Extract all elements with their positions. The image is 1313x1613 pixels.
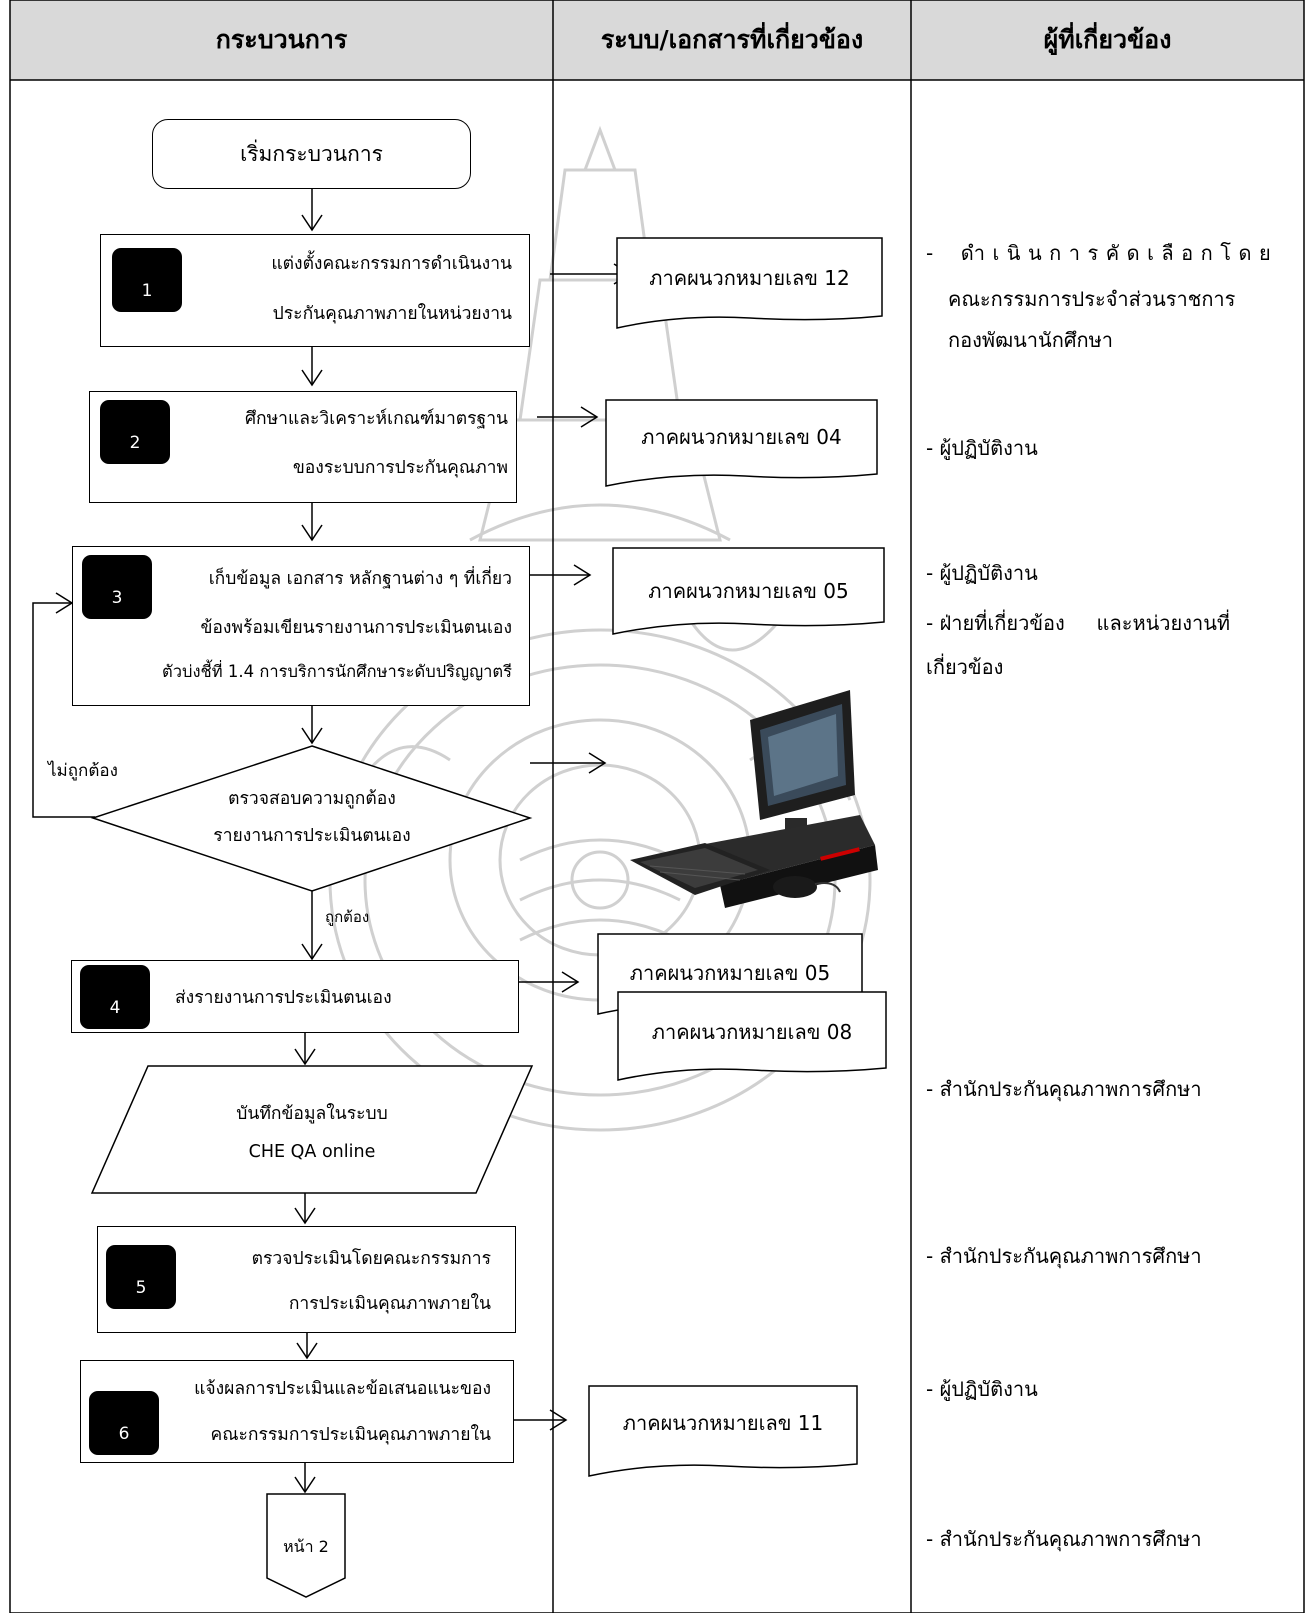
dash-marker: -: [926, 1244, 934, 1268]
step-4-number: 4: [80, 965, 150, 1029]
responsible-5: - สำนักประกันคุณภาพการศึกษา: [926, 1239, 1202, 1273]
step-1-number: 1: [112, 248, 182, 312]
step-1-line1: แต่งตั้งคณะกรรมการดำเนินงาน: [271, 254, 512, 274]
responsible-3a-text: ผู้ปฏิบัติงาน: [939, 561, 1038, 585]
decision-line1: ตรวจสอบความถูกต้อง: [228, 789, 396, 809]
step-6-number: 6: [89, 1391, 159, 1455]
document-05-label: ภาคผนวกหมายเลข 05: [648, 579, 849, 603]
responsible-3b: - ฝ่ายที่เกี่ยวข้อง และหน่วยงานที่: [926, 606, 1230, 640]
start-terminator: เริ่มกระบวนการ: [152, 119, 471, 189]
responsible-2-text: ผู้ปฏิบัติงาน: [939, 436, 1038, 460]
step-2-line2: ของระบบการประกันคุณภาพ: [292, 458, 508, 478]
responsible-1-line1: -ดำเนินการคัดเลือกโดย: [926, 236, 1278, 270]
dash-marker: -: [926, 1527, 934, 1551]
decision-yes-label: ถูกต้อง: [325, 908, 370, 926]
header-system-docs: ระบบ/เอกสารที่เกี่ยวข้อง: [553, 0, 911, 80]
dash-marker: -: [926, 1377, 934, 1401]
responsible-4-text: สำนักประกันคุณภาพการศึกษา: [939, 1077, 1202, 1101]
dash-marker: -: [926, 1077, 934, 1101]
document-12-label: ภาคผนวกหมายเลข 12: [649, 266, 850, 290]
step-6-line2: คณะกรรมการประเมินคุณภาพภายใน: [210, 1425, 491, 1445]
step-5-line2: การประเมินคุณภาพภายใน: [288, 1294, 491, 1314]
responsible-3b-line2: เกี่ยวข้อง: [926, 655, 1004, 679]
decision-line2: รายงานการประเมินตนเอง: [213, 826, 411, 846]
dash-marker: -: [926, 241, 941, 265]
responsible-3b-text: ฝ่ายที่เกี่ยวข้อง และหน่วยงานที่: [939, 611, 1231, 635]
offpage-label: หน้า 2: [283, 1537, 329, 1556]
responsible-1-text: ดำเนินการคัดเลือกโดย: [960, 241, 1279, 265]
responsible-7: - สำนักประกันคุณภาพการศึกษา: [926, 1522, 1202, 1556]
start-label: เริ่มกระบวนการ: [240, 141, 383, 166]
responsible-6: - ผู้ปฏิบัติงาน: [926, 1372, 1038, 1406]
step-3-line2: ข้องพร้อมเขียนรายงานการประเมินตนเอง: [200, 618, 512, 638]
step-3-number: 3: [82, 555, 152, 619]
step-2-number: 2: [100, 400, 170, 464]
step-5-line1: ตรวจประเมินโดยคณะกรรมการ: [251, 1249, 491, 1269]
responsible-4: - สำนักประกันคุณภาพการศึกษา: [926, 1072, 1202, 1106]
responsible-6-text: ผู้ปฏิบัติงาน: [939, 1377, 1038, 1401]
document-11-label: ภาคผนวกหมายเลข 11: [622, 1411, 824, 1435]
step-2-line1: ศึกษาและวิเคราะห์เกณฑ์มาตรฐาน: [244, 409, 508, 429]
responsible-3a: - ผู้ปฏิบัติงาน: [926, 556, 1038, 590]
document-04-label: ภาคผนวกหมายเลข 04: [641, 425, 842, 449]
step-6-line1: แจ้งผลการประเมินและข้อเสนอแนะของ: [194, 1379, 491, 1399]
step-1-line2: ประกันคุณภาพภายในหน่วยงาน: [272, 304, 512, 324]
step-3-line3: ตัวบ่งชี้ที่ 1.4 การบริการนักศึกษาระดับป…: [162, 662, 512, 681]
header-responsible: ผู้ที่เกี่ยวข้อง: [911, 0, 1304, 80]
dash-marker: -: [926, 561, 934, 585]
responsible-7-text: สำนักประกันคุณภาพการศึกษา: [939, 1527, 1202, 1551]
responsible-1-line3: กองพัฒนานักศึกษา: [948, 328, 1114, 352]
header-process: กระบวนการ: [10, 0, 553, 80]
data-entry-line1: บันทึกข้อมูลในระบบ: [236, 1104, 388, 1124]
document-05b-label: ภาคผนวกหมายเลข 05: [629, 961, 831, 985]
responsible-1-line2: คณะกรรมการประจำส่วนราชการ: [948, 287, 1236, 311]
data-entry-line2: CHE QA online: [248, 1142, 376, 1162]
step-5-number: 5: [106, 1245, 176, 1309]
step-3-line1: เก็บข้อมูล เอกสาร หลักฐานต่าง ๆ ที่เกี่ย…: [208, 569, 512, 589]
dash-marker: -: [926, 611, 934, 635]
responsible-2: - ผู้ปฏิบัติงาน: [926, 431, 1038, 465]
step-4-line1: ส่งรายงานการประเมินตนเอง: [175, 988, 392, 1008]
document-08-label: ภาคผนวกหมายเลข 08: [651, 1020, 853, 1044]
dash-marker: -: [926, 436, 934, 460]
step-5-box: [97, 1226, 516, 1333]
responsible-5-text: สำนักประกันคุณภาพการศึกษา: [939, 1244, 1202, 1268]
decision-no-label: ไม่ถูกต้อง: [48, 761, 118, 781]
